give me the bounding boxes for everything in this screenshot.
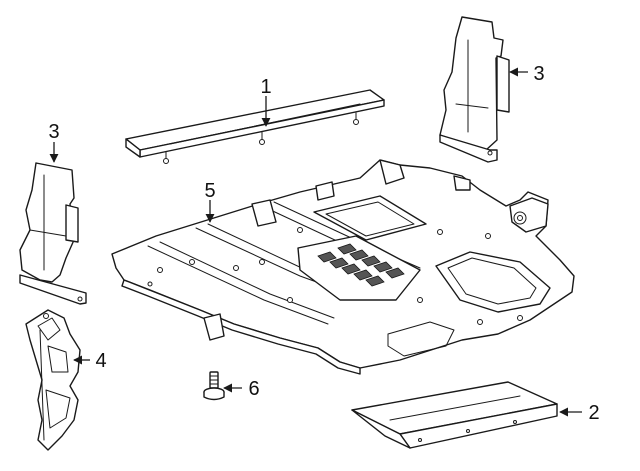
- part-2-shield[interactable]: [351, 381, 558, 449]
- part-5-splash-shield[interactable]: [111, 159, 575, 375]
- part-6-fastener[interactable]: [203, 371, 225, 401]
- part-1-deflector[interactable]: [125, 89, 385, 164]
- callout-4: 4: [95, 350, 106, 372]
- callout-5: 5: [204, 180, 215, 202]
- callout-6: 6: [248, 378, 259, 400]
- part-3-air-guide-left[interactable]: [19, 162, 87, 305]
- part-3-air-guide-right[interactable]: [439, 16, 510, 163]
- part-4-splash-guard[interactable]: [25, 309, 81, 451]
- callout-3-left: 3: [48, 121, 59, 143]
- callout-2: 2: [588, 402, 599, 424]
- vent-grille: [317, 243, 405, 287]
- callout-3-right: 3: [533, 63, 544, 85]
- callout-1: 1: [260, 76, 271, 98]
